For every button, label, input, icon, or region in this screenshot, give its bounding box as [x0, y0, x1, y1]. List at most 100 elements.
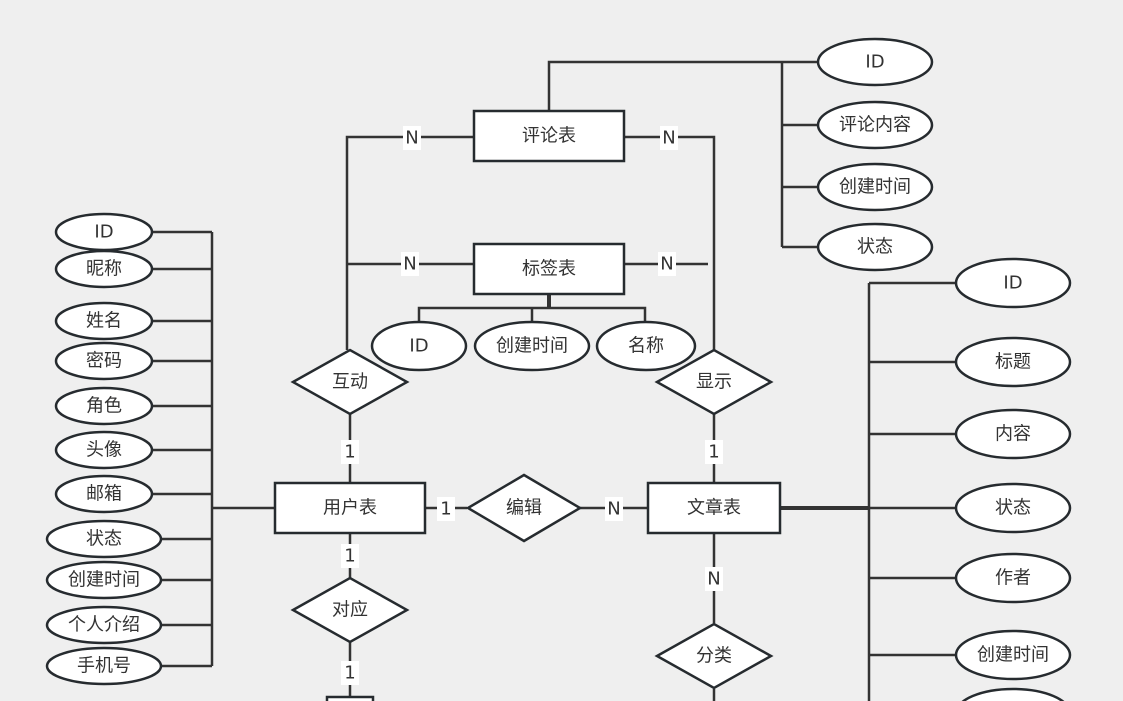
- attribute-user-3[interactable]: 密码: [54, 341, 154, 381]
- connector-line: [345, 135, 474, 350]
- cardinality-bg: [341, 544, 359, 568]
- attribute-label: 密码: [86, 351, 122, 372]
- attribute-label: 名称: [628, 336, 664, 357]
- entity-user[interactable]: 用户表: [273, 481, 427, 535]
- entity-comment[interactable]: 评论表: [472, 109, 626, 163]
- cardinality-label: N: [607, 499, 620, 520]
- attribute-user-6[interactable]: 邮箱: [54, 474, 154, 514]
- attribute-label: 评论内容: [839, 115, 911, 136]
- attribute-ellipse: [816, 222, 934, 272]
- attribute-ellipse: [816, 162, 934, 212]
- attribute-ellipse: [954, 408, 1072, 460]
- relationship-edit[interactable]: 编辑: [465, 473, 583, 543]
- attribute-article-2[interactable]: 内容: [954, 408, 1072, 460]
- attribute-ellipse: [45, 560, 163, 600]
- cardinality-bg: [605, 497, 623, 521]
- relationship-interact[interactable]: 互动: [290, 348, 410, 416]
- attribute-article-5[interactable]: 创建时间: [954, 629, 1072, 681]
- attribute-label: 状态: [857, 237, 893, 258]
- attribute-user-0[interactable]: ID: [54, 212, 154, 252]
- cardinality-label: N: [660, 254, 673, 275]
- attribute-label: 个人介绍: [68, 615, 140, 636]
- attribute-ellipse: [473, 320, 591, 372]
- entity-article[interactable]: 文章表: [646, 481, 782, 535]
- entity-tag[interactable]: 标签表: [472, 242, 626, 296]
- attribute-ellipse-partial: [961, 687, 1065, 701]
- entity-label: 文章表: [687, 498, 741, 519]
- attribute-label: 头像: [86, 440, 122, 461]
- attribute-ellipse: [54, 430, 154, 470]
- relationship-correspond[interactable]: 对应: [290, 576, 410, 644]
- attribute-comment-1[interactable]: 评论内容: [816, 100, 934, 150]
- relationship-display[interactable]: 显示: [654, 348, 774, 416]
- entity-box: [472, 109, 626, 163]
- attribute-label: ID: [865, 52, 884, 73]
- attribute-user-10[interactable]: 手机号: [45, 646, 163, 686]
- relationship-label: 编辑: [506, 498, 542, 519]
- attribute-user-2[interactable]: 姓名: [54, 301, 154, 341]
- attribute-label: 手机号: [77, 656, 131, 677]
- attribute-article-0[interactable]: ID: [954, 257, 1072, 309]
- entity-box: [273, 481, 427, 535]
- relationship-diamond: [465, 473, 583, 543]
- relationship-classify[interactable]: 分类: [654, 622, 774, 690]
- relationship-label: 互动: [332, 372, 368, 393]
- cardinality-bg: [705, 567, 723, 591]
- attribute-ellipse: [54, 386, 154, 426]
- cardinality-tag_left: N: [401, 252, 419, 276]
- cardinality-interact_user: 1: [341, 440, 359, 464]
- attribute-ellipse: [54, 249, 154, 289]
- cardinality-user_edit: 1: [437, 497, 455, 521]
- attribute-ellipse: [954, 629, 1072, 681]
- entity-box: [646, 481, 782, 535]
- attribute-article-4[interactable]: 作者: [954, 552, 1072, 604]
- attribute-user-1[interactable]: 昵称: [54, 249, 154, 289]
- attribute-label: 昵称: [86, 259, 122, 280]
- attribute-label: 姓名: [86, 311, 122, 332]
- connector-line: [624, 135, 716, 350]
- attribute-ellipse: [54, 341, 154, 381]
- cardinality-label: N: [403, 254, 416, 275]
- attribute-ellipse: [45, 646, 163, 686]
- entity-label: 评论表: [522, 126, 576, 147]
- relationship-diamond: [290, 348, 410, 416]
- cardinality-bg: [401, 252, 419, 276]
- cardinality-label: N: [662, 128, 675, 149]
- attribute-tag-0[interactable]: ID: [370, 320, 468, 372]
- relationship-diamond: [290, 576, 410, 644]
- cardinality-tag_right: N: [658, 252, 676, 276]
- attribute-tag-1[interactable]: 创建时间: [473, 320, 591, 372]
- cardinality-article_classify: N: [705, 567, 723, 591]
- cardinality-edit_article: N: [605, 497, 623, 521]
- attribute-article-1[interactable]: 标题: [954, 336, 1072, 388]
- attribute-tag-2[interactable]: 名称: [595, 320, 697, 372]
- attribute-comment-3[interactable]: 状态: [816, 222, 934, 272]
- cardinality-label: N: [707, 569, 720, 590]
- attribute-user-7[interactable]: 状态: [45, 519, 163, 559]
- cardinality-user_correspond: 1: [341, 544, 359, 568]
- cardinality-label: N: [405, 128, 418, 149]
- entity-box-partial: [325, 695, 375, 701]
- attribute-user-9[interactable]: 个人介绍: [45, 605, 163, 645]
- attribute-ellipse: [370, 320, 468, 372]
- attribute-comment-2[interactable]: 创建时间: [816, 162, 934, 212]
- attribute-article-3[interactable]: 状态: [954, 482, 1072, 534]
- cardinality-correspond_bottom: 1: [341, 661, 359, 685]
- attribute-user-8[interactable]: 创建时间: [45, 560, 163, 600]
- attribute-label: 创建时间: [496, 336, 568, 357]
- attribute-ellipse: [816, 100, 934, 150]
- attribute-label: 状态: [995, 498, 1031, 519]
- attribute-user-5[interactable]: 头像: [54, 430, 154, 470]
- attribute-label: 标题: [995, 352, 1031, 373]
- attribute-label: 创建时间: [839, 177, 911, 198]
- attribute-ellipse: [954, 336, 1072, 388]
- attribute-ellipse: [45, 519, 163, 559]
- attribute-user-4[interactable]: 角色: [54, 386, 154, 426]
- attribute-ellipse: [54, 301, 154, 341]
- attribute-ellipse: [954, 257, 1072, 309]
- cardinality-label: 1: [344, 546, 355, 567]
- attribute-label: ID: [409, 336, 428, 357]
- attribute-comment-0[interactable]: ID: [816, 37, 934, 87]
- cardinality-bg: [403, 126, 421, 150]
